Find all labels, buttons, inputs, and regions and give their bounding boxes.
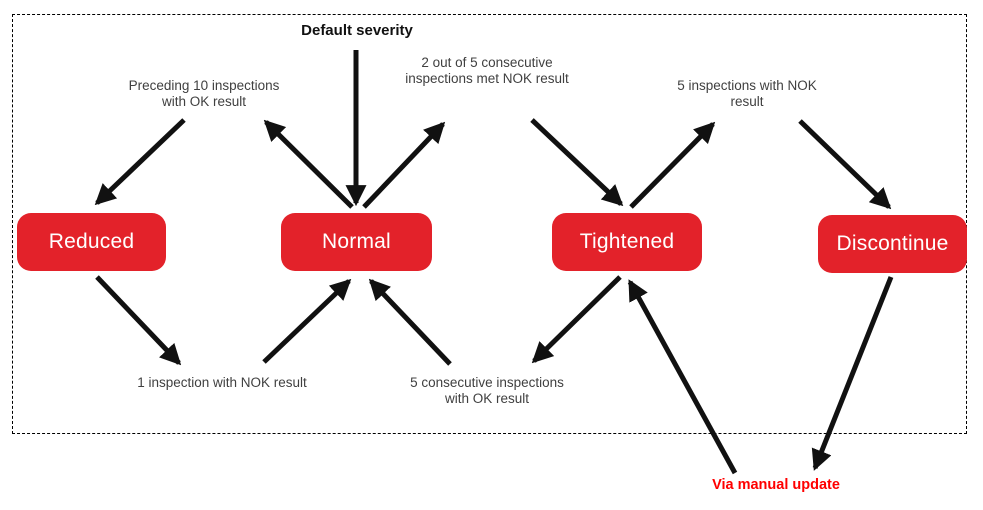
state-box-tightened: Tightened (552, 213, 702, 271)
arrow-normal-to-twooffive-label (362, 121, 446, 209)
arrow-twooffive-label-to-tightened (530, 118, 624, 207)
arrow-reduced-to-onenok-label (95, 275, 182, 366)
state-box-normal: Normal (281, 213, 432, 271)
arrow-preceding-label-to-reduced (94, 118, 186, 206)
default-severity-label: Default severity (301, 22, 413, 39)
transition-label-preceding-ok: Preceding 10 inspections with OK result (128, 78, 280, 109)
arrow-manual-to-tightened (627, 279, 738, 475)
state-box-reduced: Reduced (17, 213, 166, 271)
arrow-onenok-label-to-normal (262, 278, 352, 364)
transition-label-one-nok: 1 inspection with NOK result (137, 375, 307, 390)
arrow-discontinue-to-manual (811, 276, 894, 471)
state-box-discontinue: Discontinue (818, 215, 967, 273)
transition-label-five-nok: 5 inspections with NOK result (677, 78, 817, 109)
arrow-tightened-to-fiveok-label (531, 275, 622, 364)
arrow-fivenok-label-to-discontinue (798, 119, 892, 210)
arrow-tightened-to-fivenok-label (629, 121, 716, 209)
arrow-normal-to-preceding-label (263, 119, 354, 209)
arrow-fiveok-label-to-normal (368, 278, 452, 366)
transition-label-five-consecutive-ok: 5 consecutive inspections with OK result (410, 375, 564, 406)
dashed-border-frame (12, 14, 967, 434)
via-manual-update-label: Via manual update (712, 477, 840, 493)
transition-label-two-of-five-nok: 2 out of 5 consecutive inspections met N… (405, 55, 569, 86)
